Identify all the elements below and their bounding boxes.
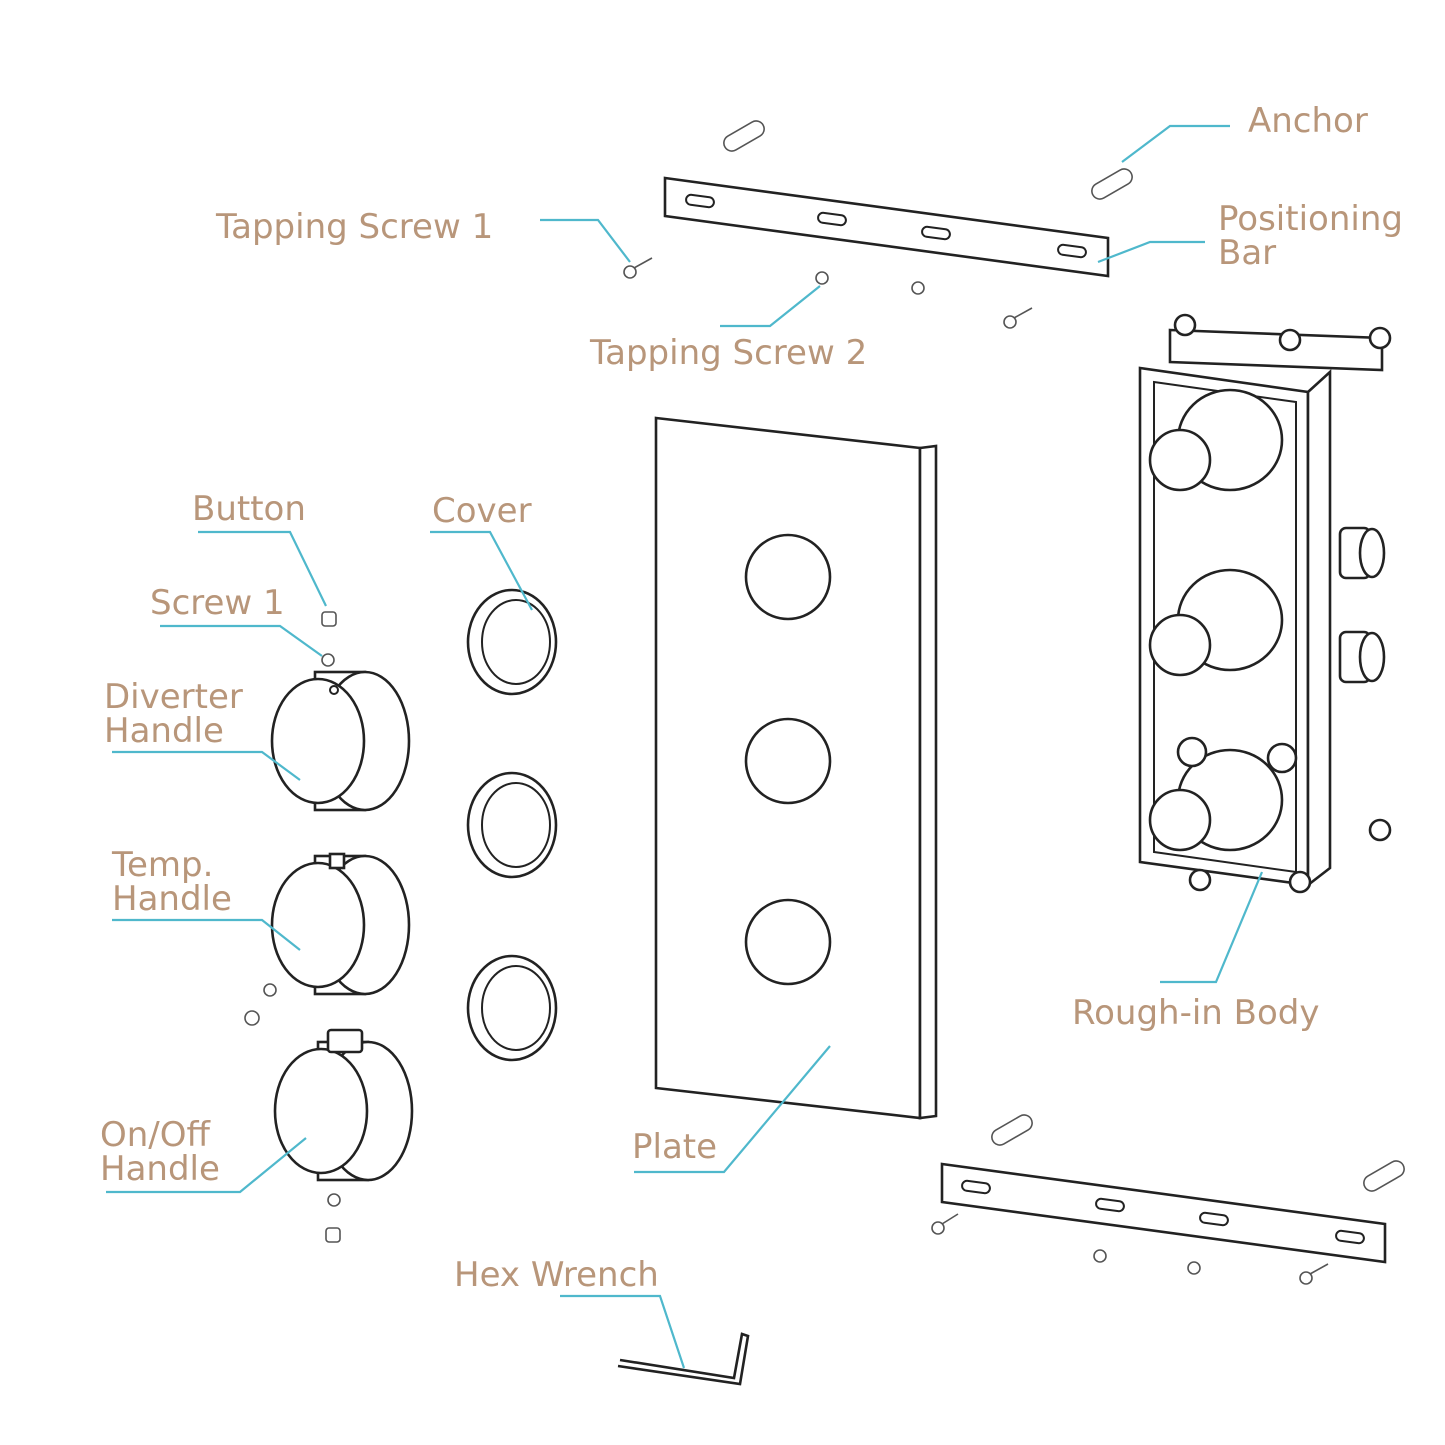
covers bbox=[466, 588, 558, 1062]
label-tapping-screw-1: Tapping Screw 1 bbox=[215, 207, 493, 247]
anchors-bottom bbox=[991, 1114, 1405, 1192]
label-plate: Plate bbox=[632, 1127, 717, 1167]
label-button: Button bbox=[192, 489, 306, 529]
label-temp-handle: Temp. bbox=[111, 845, 213, 885]
label-cover: Cover bbox=[432, 491, 532, 531]
label-onoff-handle: On/Off bbox=[100, 1115, 212, 1155]
label-diverter-handle-2: Handle bbox=[104, 711, 224, 751]
temp-handle bbox=[270, 852, 411, 996]
hex-wrench bbox=[617, 1332, 750, 1386]
label-temp-handle-2: Handle bbox=[112, 879, 232, 919]
anchor-top-left bbox=[723, 120, 765, 152]
onoff-handle bbox=[273, 1028, 414, 1182]
leader-lines bbox=[106, 124, 1264, 1369]
label-onoff-handle-2: Handle bbox=[100, 1149, 220, 1189]
label-hex-wrench: Hex Wrench bbox=[454, 1255, 659, 1295]
plate bbox=[654, 416, 938, 1120]
rough-in-body bbox=[1138, 313, 1392, 894]
positioning-bar-top bbox=[663, 176, 1110, 278]
tapping-screws-top bbox=[623, 257, 1033, 329]
label-tapping-screw-2: Tapping Screw 2 bbox=[589, 333, 867, 373]
label-diverter-handle: Diverter bbox=[104, 677, 243, 717]
small-screws bbox=[244, 611, 341, 1243]
label-screw-1: Screw 1 bbox=[150, 583, 285, 623]
label-rough-in-body: Rough-in Body bbox=[1072, 993, 1319, 1033]
label-positioning-bar-2: Bar bbox=[1218, 233, 1276, 273]
positioning-bar-bottom bbox=[940, 1162, 1387, 1264]
label-anchor: Anchor bbox=[1248, 101, 1368, 141]
tapping-screws-bottom bbox=[931, 1213, 1329, 1285]
anchor-top-right bbox=[1091, 168, 1133, 200]
label-positioning-bar: Positioning bbox=[1218, 199, 1403, 239]
diverter-handle bbox=[270, 670, 411, 812]
